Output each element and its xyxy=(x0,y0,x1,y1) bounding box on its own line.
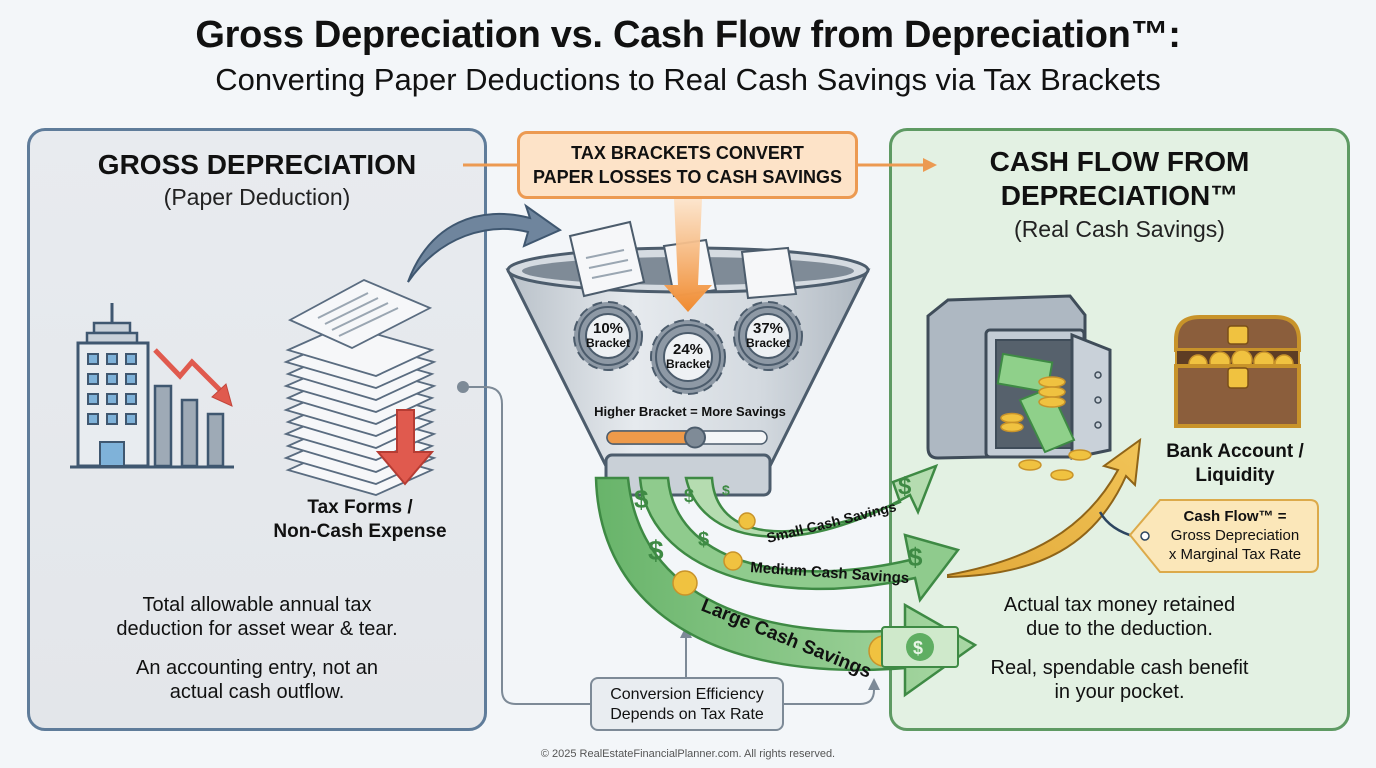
gross-depreciation-description: Total allowable annual tax deduction for… xyxy=(116,594,398,640)
svg-text:$: $ xyxy=(684,486,694,506)
formula-tag-text: Cash Flow™ = Gross Depreciation x Margin… xyxy=(1168,508,1302,563)
office-building-icon xyxy=(76,303,150,468)
callout-connector-arrows xyxy=(463,158,937,172)
svg-text:$: $ xyxy=(898,473,912,500)
svg-text:$: $ xyxy=(698,529,709,551)
cash-bill-icon: $ xyxy=(881,626,959,668)
gold-growth-arrow-icon xyxy=(947,437,1142,579)
svg-text:$: $ xyxy=(634,484,649,514)
bracket-10-label: 10%Bracket xyxy=(585,320,631,350)
bank-account-label: Bank Account / Liquidity xyxy=(1166,441,1304,486)
cash-flow-note: Real, spendable cash benefit in your poc… xyxy=(990,657,1249,703)
copyright-footer: © 2025 RealEstateFinancialPlanner.com. A… xyxy=(540,748,836,760)
orange-down-arrow-icon xyxy=(664,199,712,312)
gear-10-percent-icon xyxy=(573,301,643,371)
page-title: Gross Depreciation vs. Cash Flow from De… xyxy=(195,14,1181,56)
formula-tag xyxy=(1098,499,1319,573)
tax-brackets-callout: TAX BRACKETS CONVERT PAPER LOSSES TO CAS… xyxy=(517,131,858,199)
conversion-efficiency-box: Conversion Efficiency Depends on Tax Rat… xyxy=(590,677,784,731)
svg-text:$: $ xyxy=(908,542,923,572)
red-down-arrow-icon xyxy=(375,409,435,486)
declining-bar-chart-icon xyxy=(70,348,234,469)
page-subtitle: Converting Paper Deductions to Real Cash… xyxy=(215,62,1161,97)
dollar-sign-icons: $ $ $ $ $ $ $ xyxy=(634,473,923,572)
gross-depreciation-title: GROSS DEPRECIATION xyxy=(97,149,417,180)
gross-depreciation-subtitle: (Paper Deduction) xyxy=(163,184,351,210)
bracket-slider-knob[interactable] xyxy=(684,426,706,449)
svg-text:$: $ xyxy=(648,535,664,566)
cash-flow-title: CASH FLOW FROM DEPRECIATION™ xyxy=(989,146,1250,211)
curved-blue-arrow-icon xyxy=(407,203,563,283)
gear-37-percent-icon xyxy=(733,301,803,371)
bracket-37-label: 37%Bracket xyxy=(745,320,791,350)
svg-text:$: $ xyxy=(913,638,923,658)
treasure-chest-icon xyxy=(1174,315,1301,428)
gross-depreciation-note: An accounting entry, not an actual cash … xyxy=(135,657,378,703)
bracket-24-label: 24%Bracket xyxy=(665,341,711,371)
bracket-slider-fill xyxy=(606,430,696,445)
small-cash-savings-label: Small Cash Savings xyxy=(765,498,898,546)
bracket-slider[interactable] xyxy=(606,426,768,449)
paper-stack-label: Tax Forms / Non-Cash Expense xyxy=(273,497,447,542)
gear-24-percent-icon xyxy=(650,319,726,395)
cash-flow-description: Actual tax money retained due to the ded… xyxy=(1003,594,1236,640)
svg-text:$: $ xyxy=(722,482,730,498)
cash-flow-subtitle: (Real Cash Savings) xyxy=(1014,216,1225,242)
slider-label: Higher Bracket = More Savings xyxy=(594,404,786,419)
open-safe-icon xyxy=(926,294,1112,481)
